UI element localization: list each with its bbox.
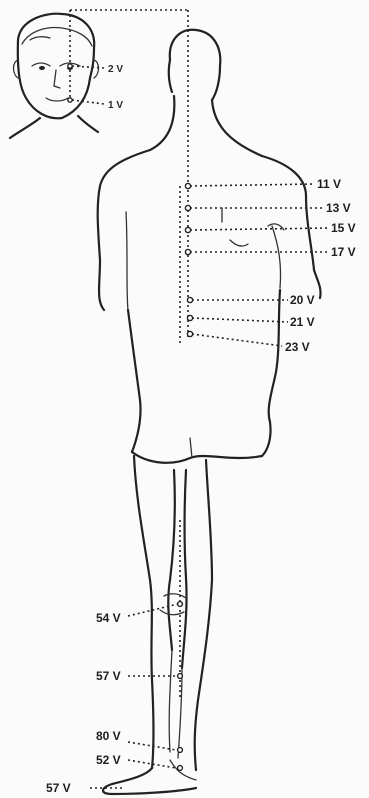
label-54v: 54 V <box>96 611 121 625</box>
label-21v: 21 V <box>290 315 315 329</box>
label-15v: 15 V <box>331 221 356 235</box>
back-figure <box>98 30 321 794</box>
label-13v: 13 V <box>326 201 351 215</box>
label-17v: 17 V <box>331 245 356 259</box>
label-11v: 11 V <box>317 177 341 191</box>
label-20v: 20 V <box>290 293 315 307</box>
label-23v: 23 V <box>285 340 310 354</box>
face-inset <box>10 10 104 138</box>
leg-points <box>90 520 182 788</box>
label-80v: 80 V <box>96 729 121 743</box>
label-52v: 52 V <box>96 753 121 767</box>
label-1v: 1 V <box>108 100 123 111</box>
label-2v: 2 V <box>108 64 123 75</box>
label-57v-leg: 57 V <box>96 669 121 683</box>
label-57v-foot: 57 V <box>46 781 71 795</box>
